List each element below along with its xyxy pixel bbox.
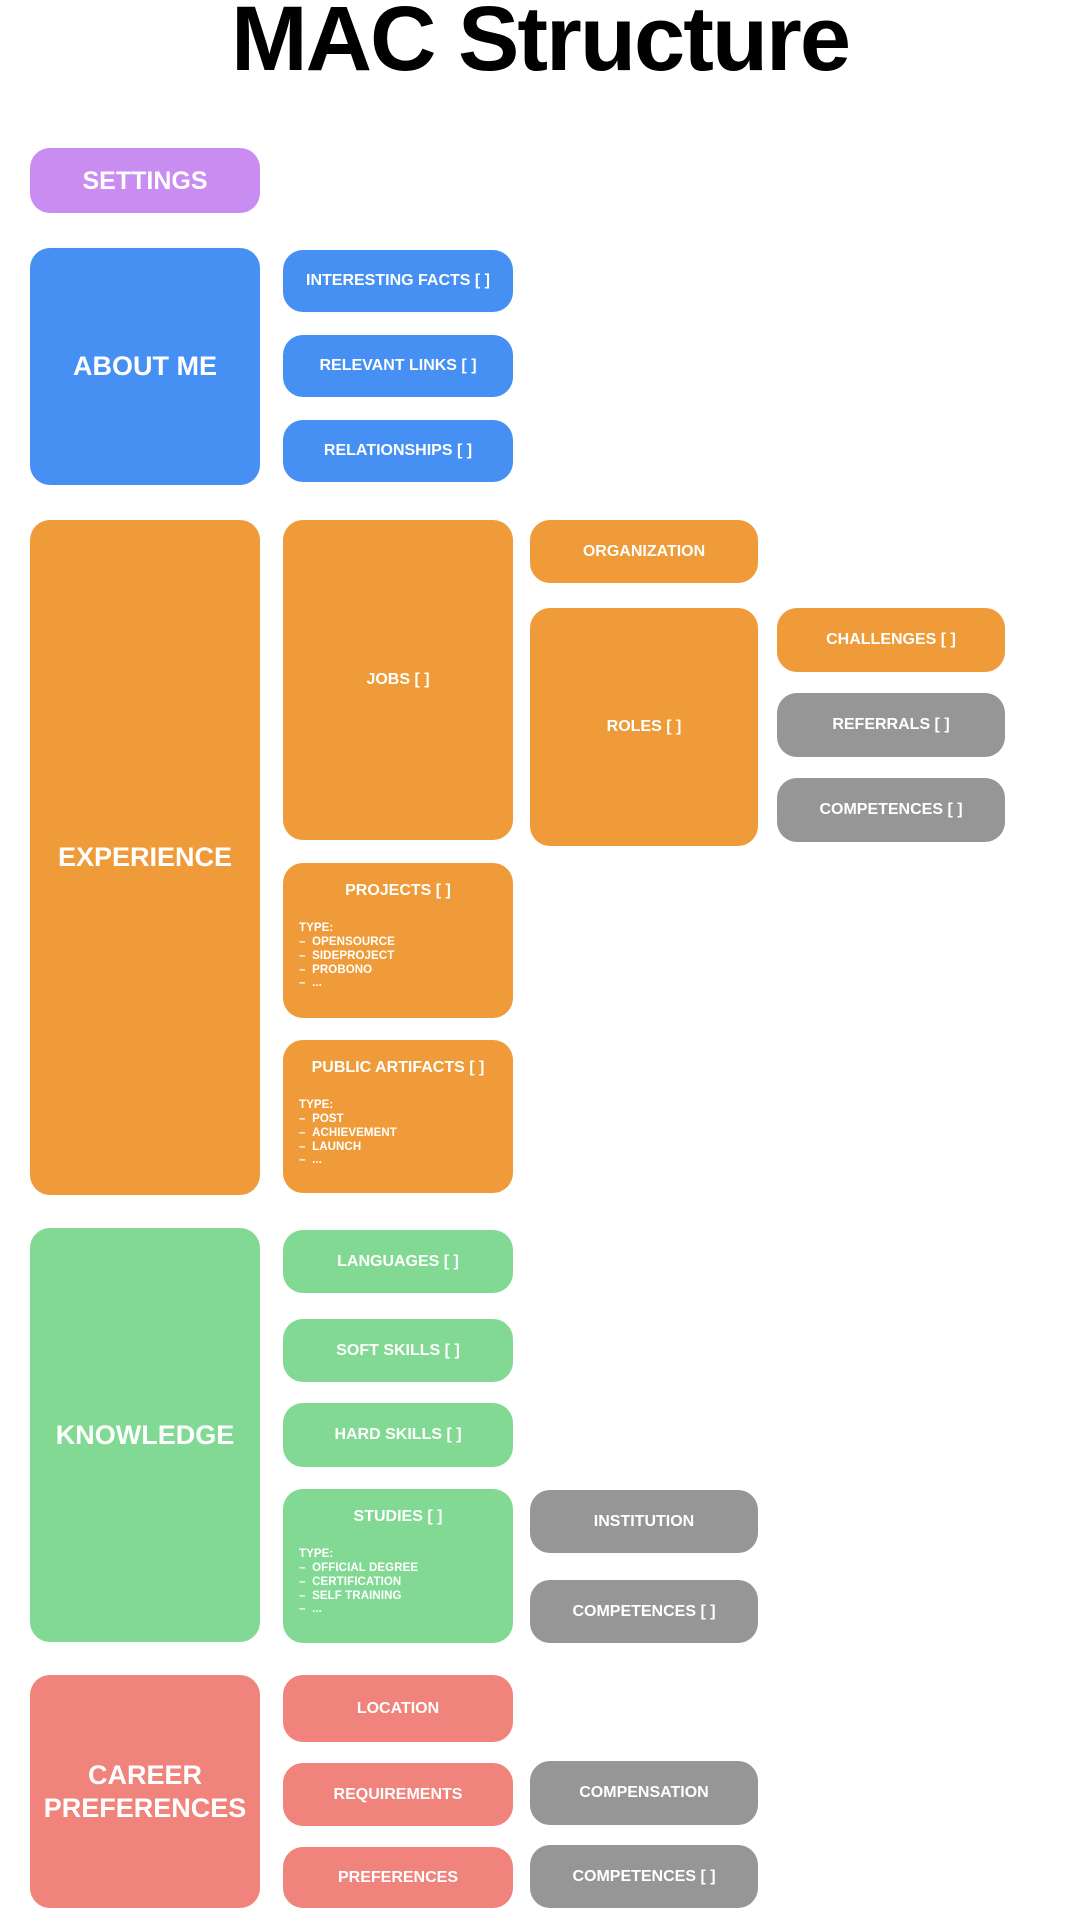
referrals-block: REFERRALS [ ] bbox=[777, 693, 1005, 757]
public-artifacts-block: PUBLIC ARTIFACTS [ ] TYPE: POST ACHIEVEM… bbox=[283, 1040, 513, 1193]
jobs-block: JOBS [ ] bbox=[283, 520, 513, 840]
type-item: OPENSOURCE bbox=[299, 936, 501, 950]
settings-block: SETTINGS bbox=[30, 148, 260, 213]
type-item: ... bbox=[299, 1603, 501, 1617]
projects-title: PROJECTS [ ] bbox=[345, 882, 451, 899]
relationships-block: RELATIONSHIPS [ ] bbox=[283, 420, 513, 482]
relevant-links-block: RELEVANT LINKS [ ] bbox=[283, 335, 513, 397]
projects-block: PROJECTS [ ] TYPE: OPENSOURCE SIDEPROJEC… bbox=[283, 863, 513, 1018]
roles-competences-block: COMPETENCES [ ] bbox=[777, 778, 1005, 842]
type-item: ... bbox=[299, 977, 501, 991]
challenges-block: CHALLENGES [ ] bbox=[777, 608, 1005, 672]
projects-type-list: TYPE: OPENSOURCE SIDEPROJECT PROBONO ... bbox=[283, 922, 513, 991]
type-item: PROBONO bbox=[299, 964, 501, 978]
type-item: POST bbox=[299, 1113, 501, 1127]
type-item: LAUNCH bbox=[299, 1141, 501, 1155]
studies-competences-block: COMPETENCES [ ] bbox=[530, 1580, 758, 1643]
about-me-block: ABOUT ME bbox=[30, 248, 260, 485]
interesting-facts-block: INTERESTING FACTS [ ] bbox=[283, 250, 513, 312]
studies-title: STUDIES [ ] bbox=[353, 1508, 443, 1525]
preferences-block: PREFERENCES bbox=[283, 1847, 513, 1908]
type-item: OFFICIAL DEGREE bbox=[299, 1562, 501, 1576]
career-competences-block: COMPETENCES [ ] bbox=[530, 1845, 758, 1908]
institution-block: INSTITUTION bbox=[530, 1490, 758, 1553]
type-item: SIDEPROJECT bbox=[299, 950, 501, 964]
hard-skills-block: HARD SKILLS [ ] bbox=[283, 1403, 513, 1467]
type-item: SELF TRAINING bbox=[299, 1590, 501, 1604]
public-artifacts-title: PUBLIC ARTIFACTS [ ] bbox=[311, 1059, 485, 1076]
soft-skills-block: SOFT SKILLS [ ] bbox=[283, 1319, 513, 1382]
type-item: ... bbox=[299, 1154, 501, 1168]
type-item: ACHIEVEMENT bbox=[299, 1127, 501, 1141]
compensation-block: COMPENSATION bbox=[530, 1761, 758, 1825]
experience-block: EXPERIENCE bbox=[30, 520, 260, 1195]
studies-block: STUDIES [ ] TYPE: OFFICIAL DEGREE CERTIF… bbox=[283, 1489, 513, 1643]
type-header: TYPE: bbox=[299, 922, 334, 935]
career-preferences-block: CAREER PREFERENCES bbox=[30, 1675, 260, 1908]
type-item: CERTIFICATION bbox=[299, 1576, 501, 1590]
type-header: TYPE: bbox=[299, 1548, 334, 1561]
studies-type-list: TYPE: OFFICIAL DEGREE CERTIFICATION SELF… bbox=[283, 1548, 513, 1617]
public-artifacts-type-list: TYPE: POST ACHIEVEMENT LAUNCH ... bbox=[283, 1099, 513, 1168]
page-title: MAC Structure bbox=[230, 0, 851, 90]
location-block: LOCATION bbox=[283, 1675, 513, 1742]
organization-block: ORGANIZATION bbox=[530, 520, 758, 583]
roles-block: ROLES [ ] bbox=[530, 608, 758, 846]
requirements-block: REQUIREMENTS bbox=[283, 1763, 513, 1826]
languages-block: LANGUAGES [ ] bbox=[283, 1230, 513, 1293]
knowledge-block: KNOWLEDGE bbox=[30, 1228, 260, 1642]
type-header: TYPE: bbox=[299, 1099, 334, 1112]
